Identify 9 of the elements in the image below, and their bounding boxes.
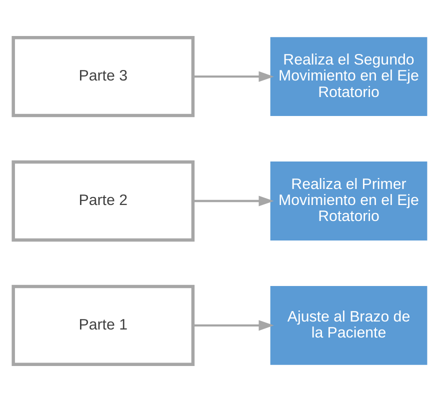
arrow — [192, 320, 274, 331]
node-box: Parte 2 — [11, 160, 194, 242]
node-box: Realiza el Segundo Movimiento en el Eje Rotatorio — [270, 37, 427, 116]
node-box: Parte 1 — [11, 284, 194, 366]
node-box: Realiza el Primer Movimiento en el Eje Rotatorio — [270, 162, 427, 240]
node-box: Parte 3 — [11, 36, 194, 118]
arrow — [192, 71, 274, 82]
arrow — [192, 196, 274, 206]
node-box: Ajuste al Brazo de la Paciente — [270, 286, 427, 365]
